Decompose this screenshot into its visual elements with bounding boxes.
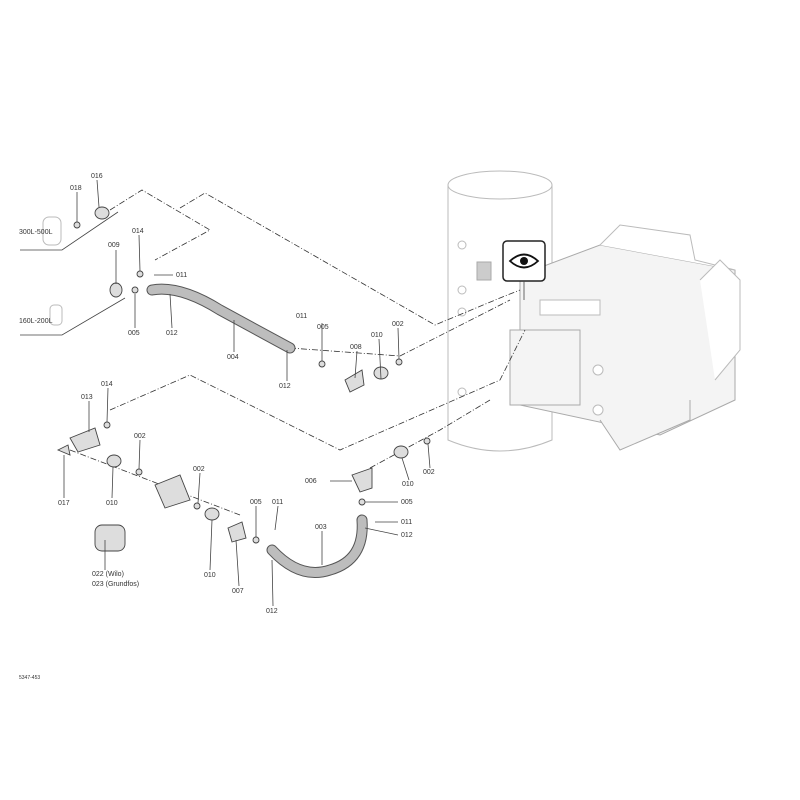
part-008 <box>344 369 365 393</box>
upper-return-line <box>179 192 521 326</box>
part-010c <box>204 507 220 521</box>
label-011d: 011 <box>401 519 412 526</box>
part-005d <box>358 498 366 506</box>
view-marker <box>502 240 546 300</box>
label-011b: 011 <box>296 313 307 320</box>
label-012d: 012 <box>266 608 278 615</box>
label-009: 009 <box>108 242 120 249</box>
label-pump-wilo: 022 (Wilo) <box>92 571 124 578</box>
label-010b: 010 <box>106 500 118 507</box>
label-004: 004 <box>227 354 239 361</box>
label-012: 012 <box>166 330 178 337</box>
part-007 <box>227 521 247 543</box>
tank-option-small <box>20 297 126 336</box>
part-018 <box>73 221 81 229</box>
label-005d: 005 <box>401 499 413 506</box>
tank-option-large <box>20 211 119 251</box>
label-014: 014 <box>132 228 144 235</box>
label-002b: 002 <box>134 433 146 440</box>
label-018: 018 <box>70 185 82 192</box>
label-003: 003 <box>315 524 327 531</box>
part-002d <box>423 437 431 445</box>
label-010d: 010 <box>402 481 414 488</box>
pump-022-023 <box>94 524 126 552</box>
lower-flow-line <box>109 329 526 451</box>
label-017: 017 <box>58 500 70 507</box>
label-002: 002 <box>392 321 404 328</box>
label-006: 006 <box>305 478 317 485</box>
label-tank-large: 300L-500L <box>19 229 53 236</box>
label-002d: 002 <box>423 469 435 476</box>
part-017 <box>56 444 71 456</box>
part-006 <box>351 467 373 493</box>
label-008: 008 <box>350 344 362 351</box>
part-010b <box>106 454 122 468</box>
part-002b <box>135 468 143 476</box>
part-009 <box>109 282 123 298</box>
label-010: 010 <box>371 332 383 339</box>
hose-003 <box>266 514 368 578</box>
label-pump-grundfos: 023 (Grundfos) <box>92 581 139 588</box>
part-010d <box>393 445 409 459</box>
part-005 <box>131 286 139 294</box>
upper-flow-line <box>109 189 211 261</box>
label-011: 011 <box>176 272 187 279</box>
drawing-number: 5347-453 <box>19 675 40 681</box>
label-005: 005 <box>128 330 140 337</box>
part-014b <box>103 421 111 429</box>
pump-housing <box>154 474 191 509</box>
boiler <box>509 224 741 451</box>
part-002 <box>395 358 403 366</box>
label-002c: 002 <box>193 466 205 473</box>
label-005c: 005 <box>250 499 262 506</box>
label-005b: 005 <box>317 324 329 331</box>
part-013 <box>69 427 101 453</box>
part-014 <box>136 270 144 278</box>
eye-icon <box>508 253 540 269</box>
label-014b: 014 <box>101 381 113 388</box>
part-005b <box>318 360 326 368</box>
part-002c <box>193 502 201 510</box>
label-007: 007 <box>232 588 244 595</box>
label-tank-small: 160L-200L <box>19 318 53 325</box>
label-012c: 012 <box>401 532 413 539</box>
part-005c <box>252 536 260 544</box>
label-016: 016 <box>91 173 103 180</box>
label-010c: 010 <box>204 572 216 579</box>
label-012b: 012 <box>279 383 291 390</box>
label-013: 013 <box>81 394 93 401</box>
part-016 <box>94 206 110 220</box>
label-011c: 011 <box>272 499 283 506</box>
hose-004 <box>146 283 296 354</box>
